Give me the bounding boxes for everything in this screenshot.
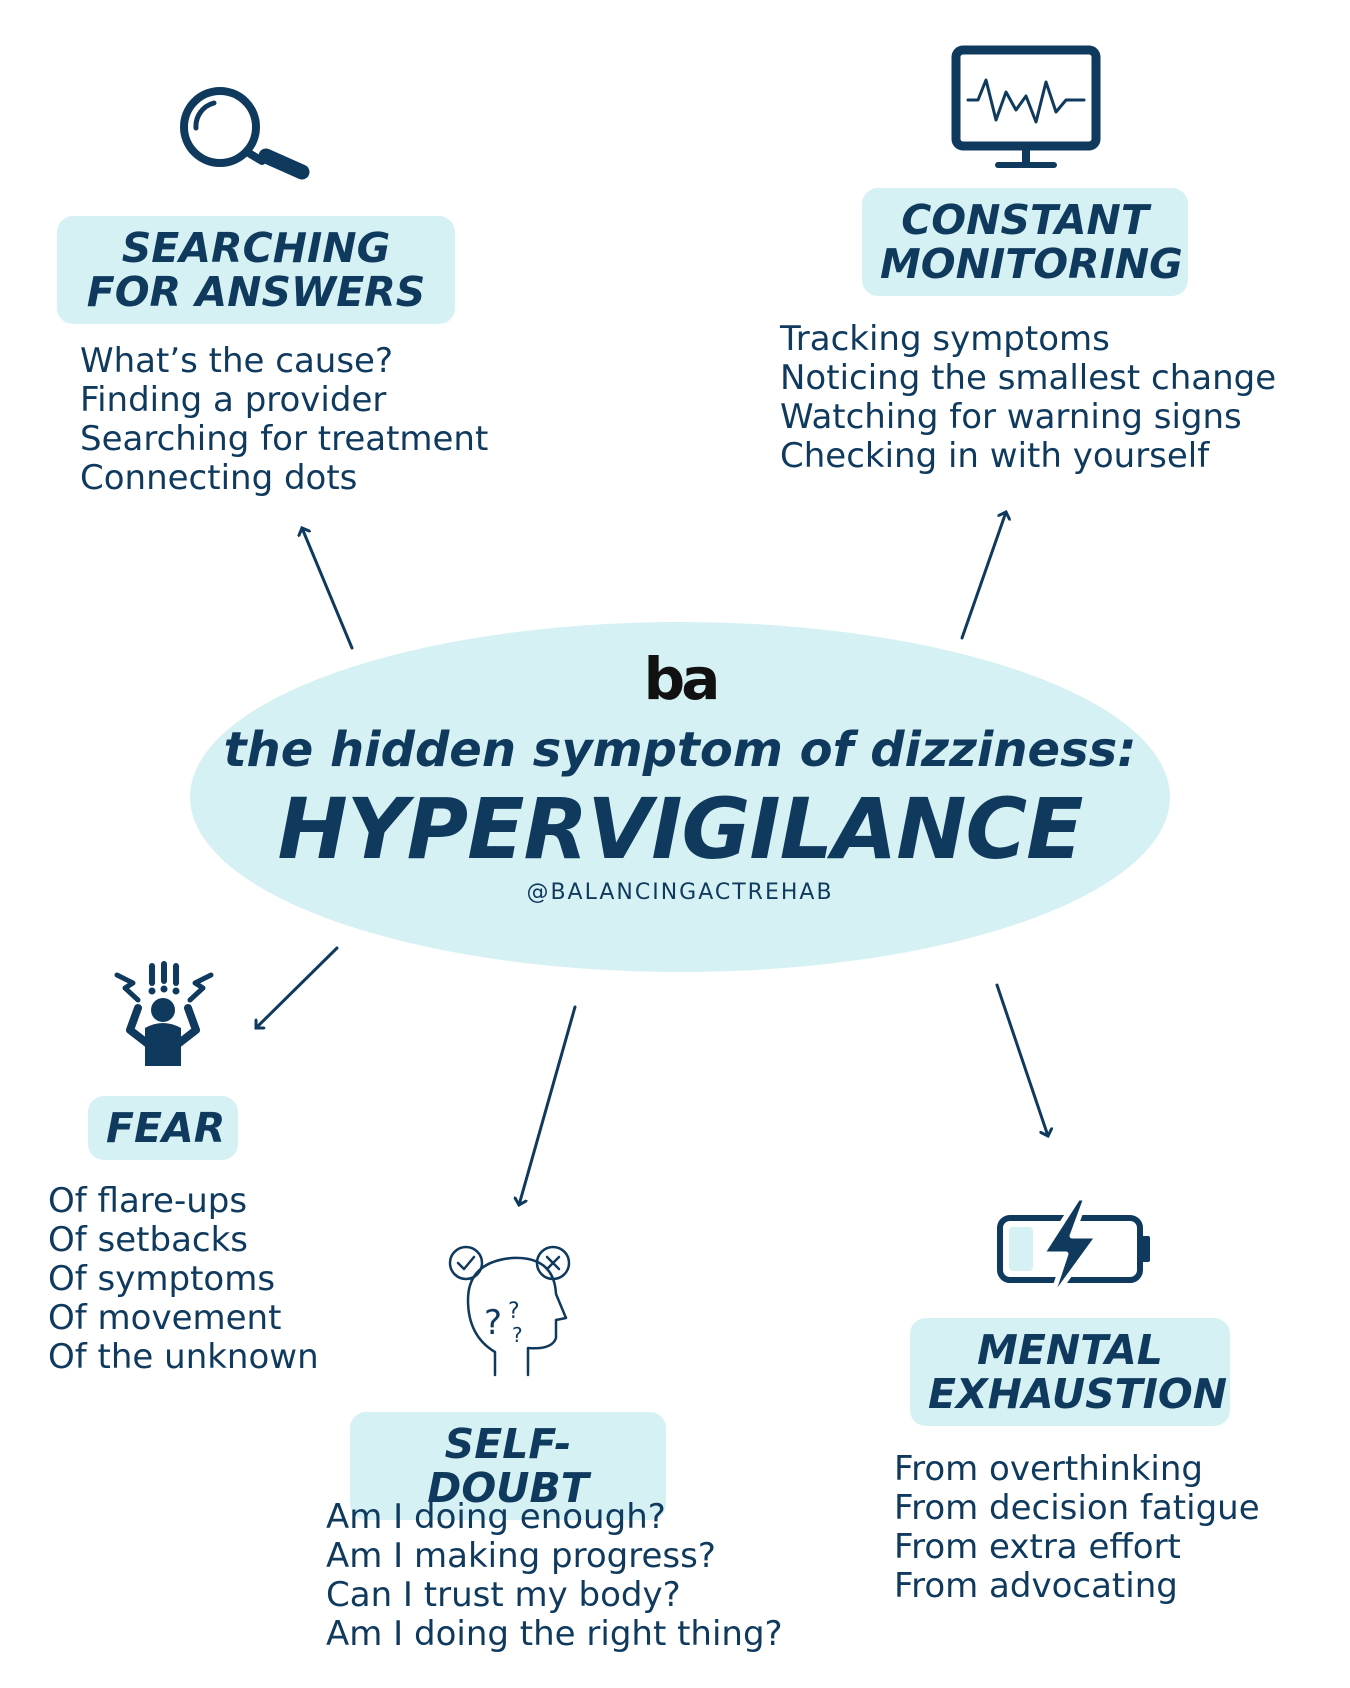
list-self-doubt: Am I doing enough? Am I making progress?…	[326, 1498, 783, 1654]
list-item: Of setbacks	[48, 1220, 249, 1260]
label-constant-monitoring: CONSTANT MONITORING	[862, 188, 1188, 296]
label-fear: FEAR	[88, 1096, 238, 1160]
svg-text:?: ?	[508, 1299, 520, 1324]
list-item: Noticing the smallest change	[780, 358, 1277, 398]
label-searching-for-answers: SEARCHING FOR ANSWERS	[57, 216, 455, 324]
list-monitoring: Tracking symptoms Noticing the smallest …	[780, 320, 1276, 476]
list-item: From overthinking	[894, 1449, 1204, 1489]
arrow-to-monitoring	[960, 512, 1006, 640]
brand-logo: ba	[643, 645, 721, 713]
list-item: Am I making progress?	[326, 1536, 716, 1576]
label-line: CONSTANT	[901, 196, 1149, 244]
list-item: From extra effort	[894, 1527, 1181, 1567]
list-item: Searching for treatment	[80, 419, 489, 459]
label-line: FOR ANSWERS	[86, 268, 426, 316]
list-item: Am I doing enough?	[326, 1497, 666, 1537]
svg-text:?: ?	[484, 1303, 502, 1343]
label-mental-exhaustion: MENTAL EXHAUSTION	[910, 1318, 1230, 1426]
label-line: MENTAL	[977, 1326, 1163, 1374]
center-ellipse	[190, 622, 1170, 972]
arrow-to-searching	[302, 528, 354, 650]
low-battery-icon	[997, 1195, 1150, 1305]
questioning-head-icon: ? ? ?	[448, 1245, 571, 1377]
arrow-to-fear	[256, 946, 339, 1028]
svg-text:?: ?	[512, 1323, 523, 1347]
list-item: From advocating	[894, 1566, 1178, 1606]
list-item: From decision fatigue	[894, 1488, 1260, 1528]
label-line: SELF-DOUBT	[427, 1420, 589, 1512]
magnifying-glass-icon	[180, 87, 310, 180]
stressed-person-icon	[114, 961, 214, 1066]
center-title: HYPERVIGILANCE	[277, 780, 1083, 878]
center-handle: @BALANCINGACTREHAB	[526, 880, 834, 905]
label-line: MONITORING	[880, 240, 1183, 288]
list-item: Connecting dots	[80, 458, 358, 498]
list-item: Finding a provider	[80, 380, 387, 420]
list-item: What’s the cause?	[80, 341, 394, 381]
list-searching: What’s the cause? Finding a provider Sea…	[80, 342, 488, 498]
label-line: SEARCHING	[121, 224, 391, 272]
center-subtitle: the hidden symptom of dizziness:	[223, 722, 1137, 778]
list-item: Of symptoms	[48, 1259, 276, 1299]
heart-monitor-icon	[951, 45, 1101, 168]
list-item: Of flare-ups	[48, 1181, 248, 1221]
list-item: Of movement	[48, 1298, 282, 1338]
list-mental-exhaustion: From overthinking From decision fatigue …	[894, 1450, 1260, 1606]
list-item: Tracking symptoms	[780, 319, 1110, 359]
arrows	[256, 512, 1048, 1205]
list-item: Checking in with yourself	[780, 436, 1210, 476]
list-item: Of the unknown	[48, 1337, 319, 1377]
label-line: EXHAUSTION	[928, 1370, 1228, 1418]
arrow-to-exhaustion	[995, 983, 1048, 1136]
list-fear: Of flare-ups Of setbacks Of symptoms Of …	[48, 1182, 319, 1377]
arrow-to-selfdoubt	[519, 1005, 577, 1205]
label-line: FEAR	[106, 1104, 226, 1152]
label-self-doubt: SELF-DOUBT	[350, 1412, 666, 1520]
list-item: Can I trust my body?	[326, 1575, 681, 1615]
list-item: Watching for warning signs	[780, 397, 1242, 437]
list-item: Am I doing the right thing?	[326, 1614, 783, 1654]
